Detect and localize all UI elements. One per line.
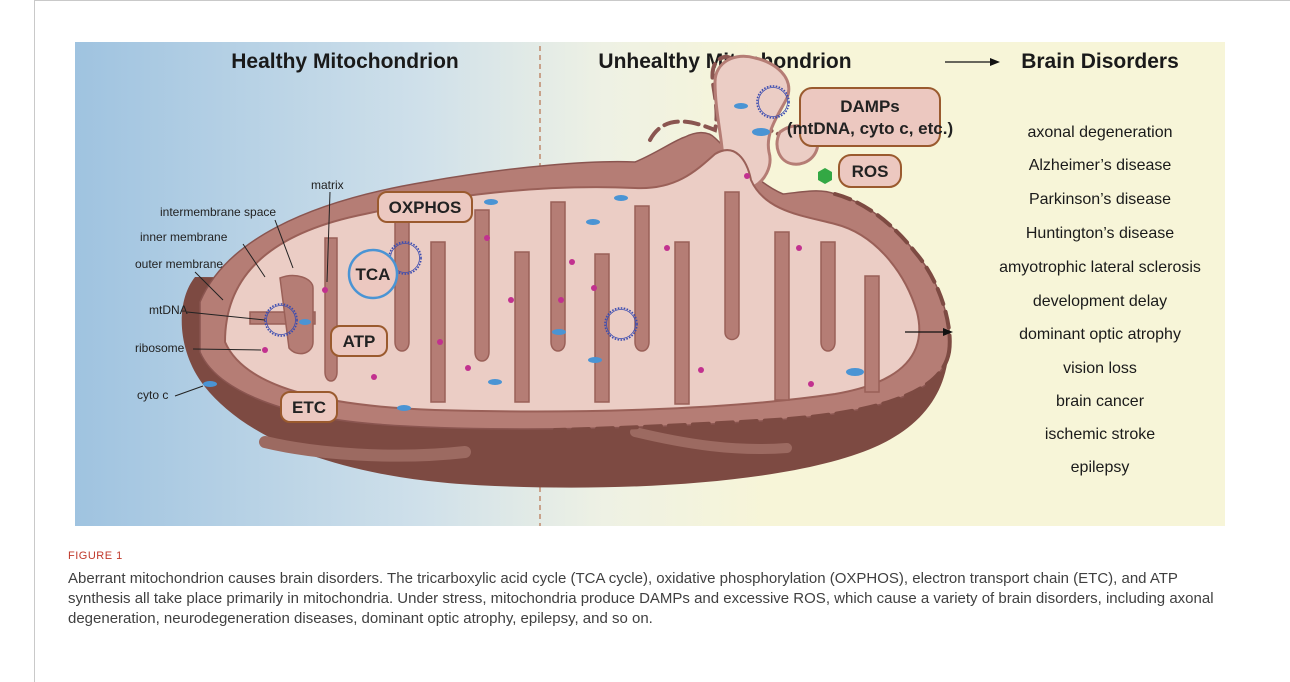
etc-label: ETC bbox=[292, 398, 326, 417]
label-inner-membrane: inner membrane bbox=[140, 230, 228, 244]
atp-label: ATP bbox=[343, 332, 376, 351]
frame-border-top bbox=[34, 0, 1290, 1]
label-ribosome: ribosome bbox=[135, 341, 185, 355]
disorder-item: development delay bbox=[1033, 293, 1167, 310]
disorder-item: vision loss bbox=[1063, 360, 1137, 377]
label-outer-membrane: outer membrane bbox=[135, 257, 223, 271]
caption-text: Aberrant mitochondrion causes brain diso… bbox=[68, 569, 1238, 629]
disorder-item: Huntington’s disease bbox=[1026, 225, 1174, 242]
tca-box: TCA bbox=[349, 250, 397, 298]
oxphos-box: OXPHOS bbox=[378, 192, 472, 222]
frame-border-left bbox=[34, 0, 35, 682]
disorder-item: amyotrophic lateral sclerosis bbox=[999, 259, 1201, 276]
etc-box: ETC bbox=[281, 392, 337, 422]
disorder-item: ischemic stroke bbox=[1045, 426, 1155, 443]
atp-box: ATP bbox=[331, 326, 387, 356]
disorder-item: axonal degeneration bbox=[1027, 124, 1172, 141]
disorder-item: Alzheimer’s disease bbox=[1029, 157, 1172, 174]
tca-label: TCA bbox=[356, 265, 391, 284]
label-cyto-c: cyto c bbox=[137, 388, 168, 402]
figure-panel: Healthy Mitochondrion Unhealthy Mitochon… bbox=[75, 42, 1225, 526]
damps-title: DAMPs bbox=[840, 97, 900, 116]
label-matrix: matrix bbox=[311, 178, 344, 192]
disorder-item: Parkinson’s disease bbox=[1029, 191, 1171, 208]
disorder-item: epilepsy bbox=[1071, 459, 1130, 476]
label-intermembrane-space: intermembrane space bbox=[160, 205, 276, 219]
disorder-item: dominant optic atrophy bbox=[1019, 326, 1181, 343]
label-mtdna: mtDNA bbox=[149, 303, 188, 317]
damps-box: DAMPs (mtDNA, cyto c, etc.) bbox=[787, 88, 953, 146]
ros-label: ROS bbox=[852, 162, 889, 181]
header-healthy: Healthy Mitochondrion bbox=[231, 50, 459, 73]
damps-subtitle: (mtDNA, cyto c, etc.) bbox=[787, 119, 953, 138]
ros-box: ROS bbox=[839, 155, 901, 187]
mitochondrion-diagram: Healthy Mitochondrion Unhealthy Mitochon… bbox=[75, 42, 1225, 526]
caption-label: FIGURE 1 bbox=[68, 550, 123, 562]
header-disorders: Brain Disorders bbox=[1021, 50, 1179, 73]
disorder-item: brain cancer bbox=[1056, 393, 1145, 410]
oxphos-label: OXPHOS bbox=[389, 198, 462, 217]
